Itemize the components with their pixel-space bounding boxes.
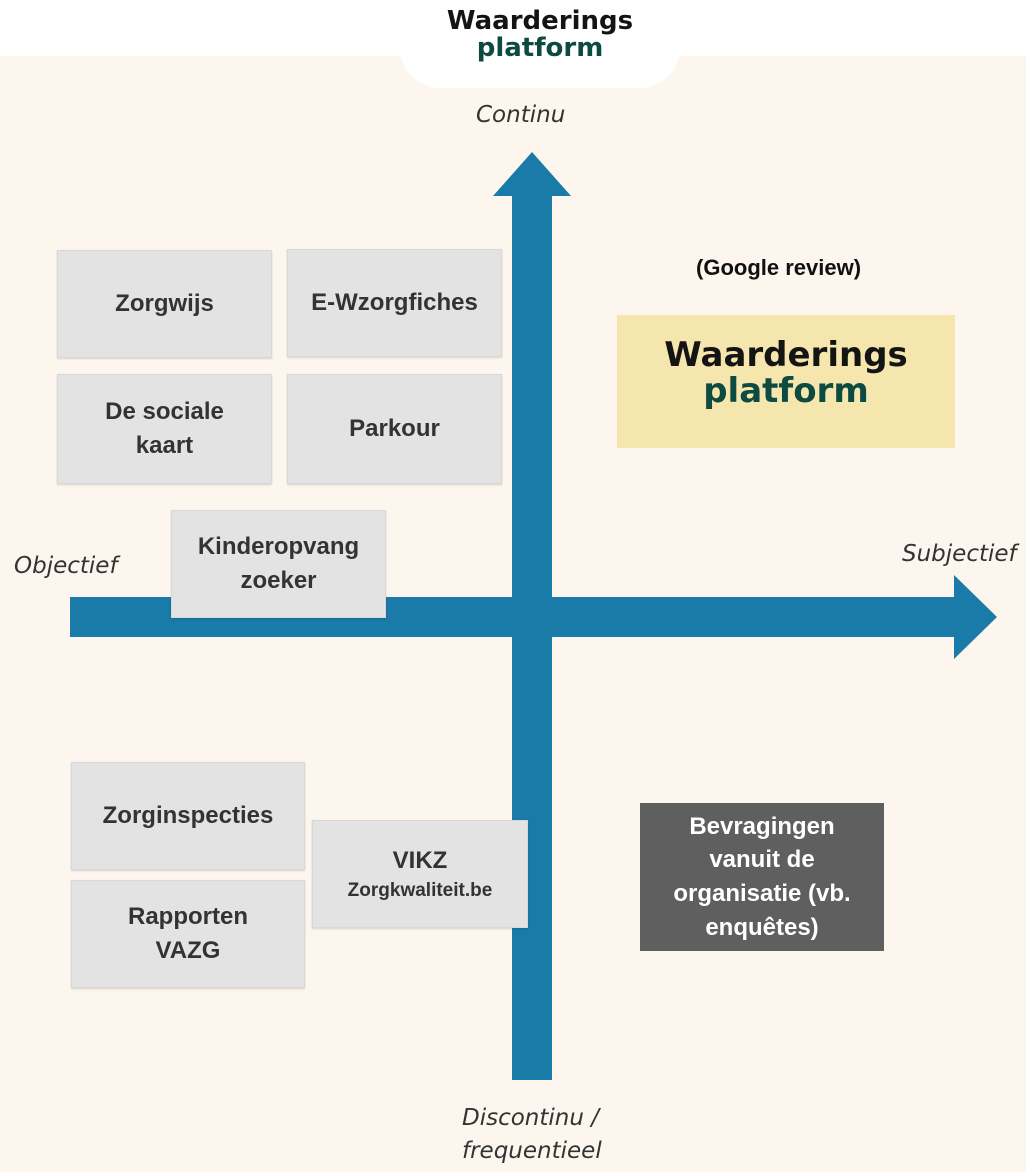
axis-label-left: Objectief [14,553,118,579]
platform-logo-line2: platform [703,370,869,411]
box-sociale-kaart: De sociale kaart [57,374,272,484]
box-zorginspecties: Zorginspecties [71,762,305,870]
axis-label-bottom-line1: Discontinu / [462,1105,600,1131]
box-sociale-kaart-line1: De sociale [105,398,224,426]
box-zorgwijs: Zorgwijs [57,250,272,358]
box-kinderopvang-line1: Kinderopvang [197,533,360,561]
box-parkour-label: Parkour [349,415,440,443]
header-logo: Waarderings platform [400,6,680,64]
axis-label-bottom: Discontinu / frequentieel [462,1102,602,1169]
box-e-wzorgfiches-label: E-Wzorgfiches [311,289,478,317]
box-zorgwijs-label: Zorgwijs [115,290,214,318]
box-vikz: VIKZ Zorgkwaliteit.be [312,820,528,928]
platform-highlight-box [617,315,955,448]
box-bevragingen-line3: organisatie (vb. [673,880,851,907]
logo-tab [400,0,680,88]
platform-logo-line1: Waarderings [664,335,908,375]
box-sociale-kaart-line2: kaart [135,432,194,459]
box-bevragingen-line2: vanuit de [709,846,815,874]
box-parkour: Parkour [287,374,502,484]
box-vikz-line2: Zorgkwaliteit.be [347,879,493,901]
box-rapporten-vazg: Rapporten VAZG [71,880,305,988]
platform-logo: Waarderings platform [617,335,955,411]
box-rapporten-line2: VAZG [155,937,221,964]
header-logo-line1: Waarderings [446,6,634,36]
header-logo-line2: platform [476,33,604,64]
google-review-note: (Google review) [696,255,862,280]
axis-label-top: Continu [476,102,566,128]
box-zorginspecties-label: Zorginspecties [102,802,274,830]
box-kinderopvang-line2: zoeker [240,567,317,594]
box-e-wzorgfiches: E-Wzorgfiches [287,249,502,357]
box-bevragingen: Bevragingen vanuit de organisatie (vb. e… [640,803,884,951]
axis-label-bottom-line2: frequentieel [462,1138,602,1165]
box-bevragingen-line4: enquêtes) [705,913,819,941]
box-vikz-line1: VIKZ [392,846,448,874]
axis-label-right: Subjectief [902,541,1017,567]
box-rapporten-line1: Rapporten [128,903,248,931]
box-kinderopvang-zoeker: Kinderopvang zoeker [171,510,386,618]
box-bevragingen-line1: Bevragingen [689,812,835,840]
